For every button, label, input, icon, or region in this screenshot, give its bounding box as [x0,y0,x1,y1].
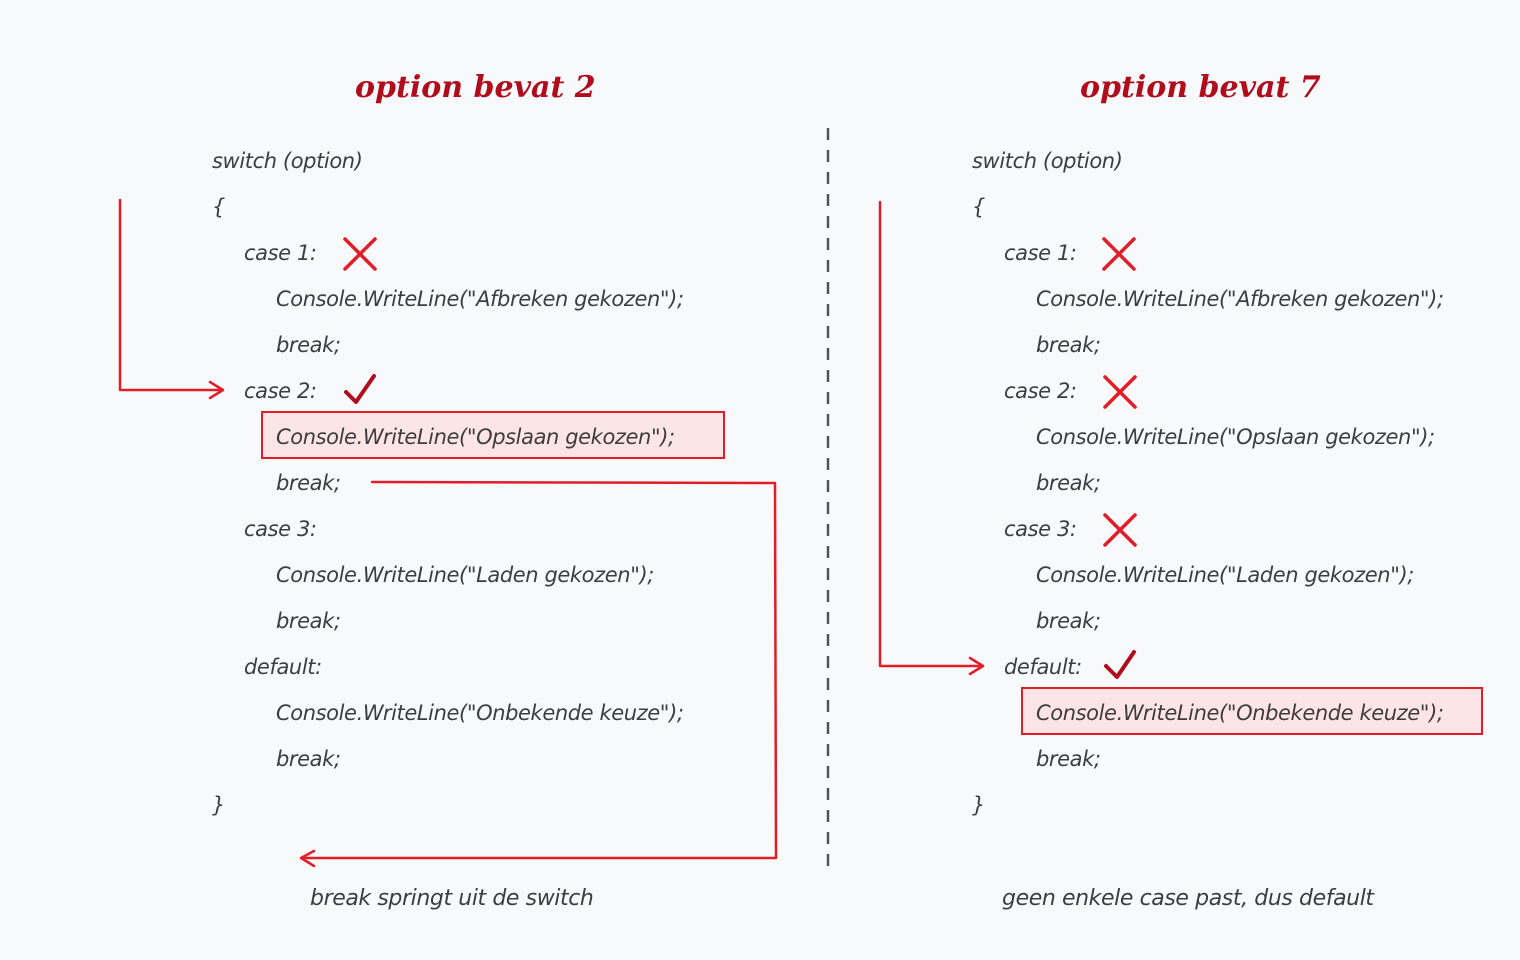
code-line-close-brace: } [212,793,225,817]
code-line-open-brace: { [212,195,225,219]
left-title: option bevat 2 [355,70,596,105]
right-matched-statement-highlight [1021,687,1483,735]
right-case-2-cross-icon [1103,375,1137,409]
code-line-case-3: case 3: [244,517,317,541]
code-line-close-brace: } [972,793,985,817]
code-line-statement-2: Console.WriteLine("Opslaan gekozen"); [276,425,675,449]
code-line-case-1: case 1: [244,241,317,265]
left-break-exit-arrow [299,480,778,868]
code-line-statement-3: Console.WriteLine("Laden gekozen"); [1036,563,1414,587]
code-line-default: default: [1004,655,1082,679]
code-line-statement-1: Console.WriteLine("Afbreken gekozen"); [1036,287,1444,311]
code-line-statement-default: Console.WriteLine("Onbekende keuze"); [1036,701,1444,725]
code-line-open-brace: { [972,195,985,219]
right-case-3-cross-icon [1103,513,1137,547]
code-line-break-default: break; [276,747,341,771]
code-line-switch: switch (option) [972,149,1123,173]
right-caption: geen enkele case past, dus default [1002,886,1374,911]
code-line-break-2: break; [276,471,341,495]
code-line-statement-2: Console.WriteLine("Opslaan gekozen"); [1036,425,1435,449]
code-line-statement-3: Console.WriteLine("Laden gekozen"); [276,563,654,587]
left-caption: break springt uit de switch [310,886,594,911]
left-case-1-cross-icon [343,237,377,271]
code-line-switch: switch (option) [212,149,363,173]
left-entry-arrow [118,198,225,400]
code-line-case-3: case 3: [1004,517,1077,541]
code-line-statement-1: Console.WriteLine("Afbreken gekozen"); [276,287,684,311]
code-line-statement-default: Console.WriteLine("Onbekende keuze"); [276,701,684,725]
code-line-case-2: case 2: [244,379,317,403]
code-line-case-1: case 1: [1004,241,1077,265]
code-line-break-3: break; [1036,609,1101,633]
right-case-1-cross-icon [1102,237,1136,271]
code-line-default: default: [244,655,322,679]
left-case-2-checkmark-icon [344,374,376,404]
left-matched-statement-highlight [261,411,725,459]
code-line-break-default: break; [1036,747,1101,771]
code-line-case-2: case 2: [1004,379,1077,403]
right-default-checkmark-icon [1104,650,1136,679]
right-title: option bevat 7 [1080,70,1321,105]
code-line-break-2: break; [1036,471,1101,495]
code-line-break-3: break; [276,609,341,633]
code-line-break-1: break; [276,333,341,357]
right-entry-arrow [878,200,985,676]
code-line-break-1: break; [1036,333,1101,357]
